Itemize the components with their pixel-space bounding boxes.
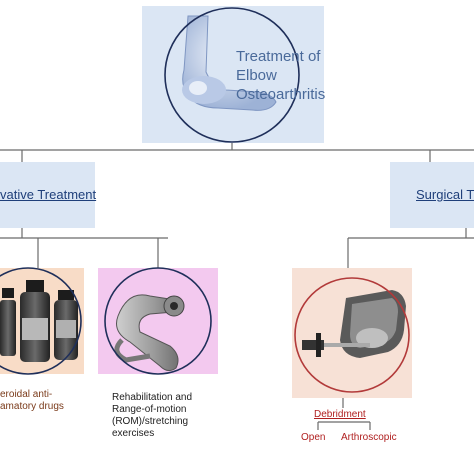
- rehab-caption: Rehabilitation and Range-of-motion (ROM)…: [112, 392, 193, 439]
- debridement-label: Debridment: [314, 409, 366, 420]
- rehab-device-illustration: [114, 294, 185, 372]
- surgical-branch-box: [390, 162, 474, 228]
- drugs-caption: eroidal anti- amatory drugs: [0, 389, 64, 412]
- drugs-circle: [0, 267, 82, 375]
- conservative-branch-box: [0, 162, 95, 228]
- top-box: [142, 6, 324, 143]
- surgical-branch-label: Surgical Tre: [416, 187, 474, 202]
- top-title: Treatment of Elbow Osteoarthritis: [236, 48, 326, 103]
- rehab-circle: [104, 267, 212, 375]
- conservative-branch-label: vative Treatment: [0, 187, 97, 202]
- elbow-bone-illustration: [182, 15, 277, 111]
- open-label: Open: [301, 432, 326, 443]
- arthroscope-illustration: [302, 290, 406, 358]
- surgery-circle: [294, 277, 410, 393]
- connector-lines: [0, 143, 474, 430]
- arthroscopic-label: Arthroscopic: [341, 432, 397, 443]
- top-circle: [164, 7, 300, 143]
- medicine-bottles-illustration: [0, 280, 78, 362]
